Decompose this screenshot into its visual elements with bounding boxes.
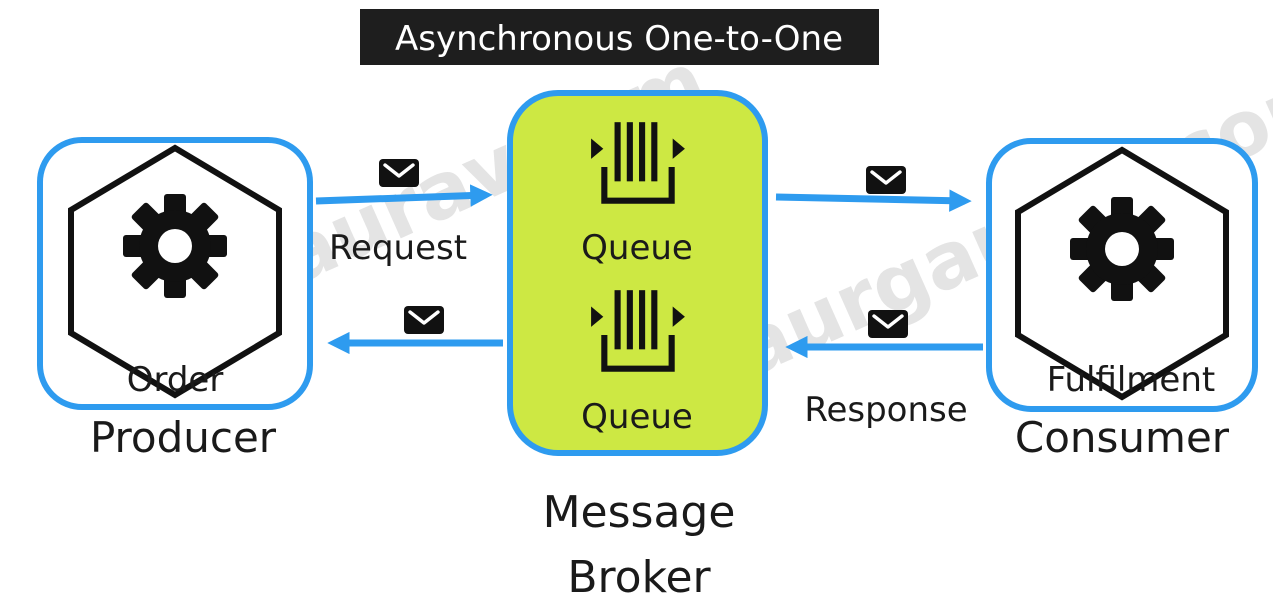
envelope-icon bbox=[866, 166, 906, 194]
message-broker[interactable]: Queue Queue bbox=[507, 90, 768, 456]
producer-service[interactable]: Order bbox=[37, 137, 313, 410]
consumer-hexagon-icon bbox=[1015, 146, 1229, 401]
queue-top-label: Queue bbox=[581, 228, 693, 268]
request-label: Request bbox=[329, 228, 467, 268]
queue-top[interactable]: Queue bbox=[581, 122, 693, 268]
request-arrow-to-consumer bbox=[775, 189, 972, 212]
queue-bottom[interactable]: Queue bbox=[581, 290, 693, 437]
envelope-icon bbox=[404, 306, 444, 334]
title-text: Asynchronous One-to-One bbox=[395, 19, 843, 59]
envelope-icon bbox=[868, 310, 908, 338]
broker-box bbox=[507, 90, 768, 456]
response-label: Response bbox=[804, 390, 967, 430]
envelope-icon bbox=[379, 159, 419, 187]
producer-role-label: Producer bbox=[90, 413, 277, 462]
gear-icon bbox=[1070, 197, 1174, 301]
broker-label-line2: Broker bbox=[567, 552, 711, 603]
title-background bbox=[360, 9, 879, 65]
consumer-service-label: Fulfilment bbox=[1047, 360, 1215, 400]
producer-hexagon-icon bbox=[68, 144, 282, 399]
queue-bottom-label: Queue bbox=[581, 397, 693, 437]
diagram-title: Asynchronous One-to-One bbox=[360, 9, 879, 65]
gear-icon bbox=[123, 194, 227, 298]
consumer-role-label: Consumer bbox=[1015, 413, 1230, 462]
request-arrow-to-broker bbox=[315, 184, 493, 207]
consumer-service[interactable]: Fulfilment bbox=[986, 138, 1258, 412]
broker-label-line1: Message bbox=[543, 487, 736, 538]
producer-service-label: Order bbox=[127, 360, 224, 400]
